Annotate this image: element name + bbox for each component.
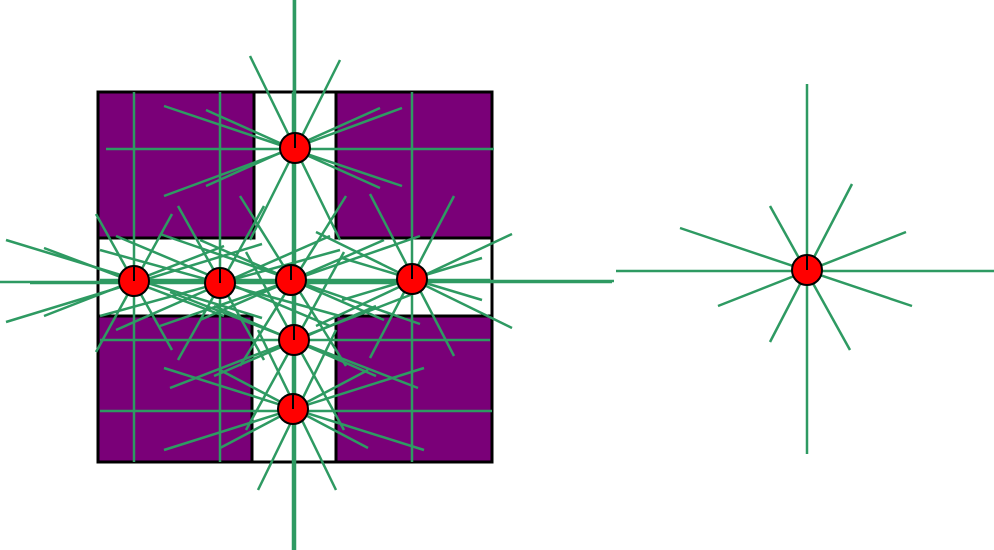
node-lower-center (278, 324, 310, 356)
node-center (275, 264, 307, 296)
block-top-left (96, 90, 256, 240)
node-top (279, 132, 311, 164)
node-left (118, 265, 150, 297)
node-bottom (277, 393, 309, 425)
block-top-right (334, 90, 494, 240)
node-standalone (791, 254, 823, 286)
node-mid-left (204, 267, 236, 299)
node-layer (118, 132, 823, 425)
node-right (396, 263, 428, 295)
